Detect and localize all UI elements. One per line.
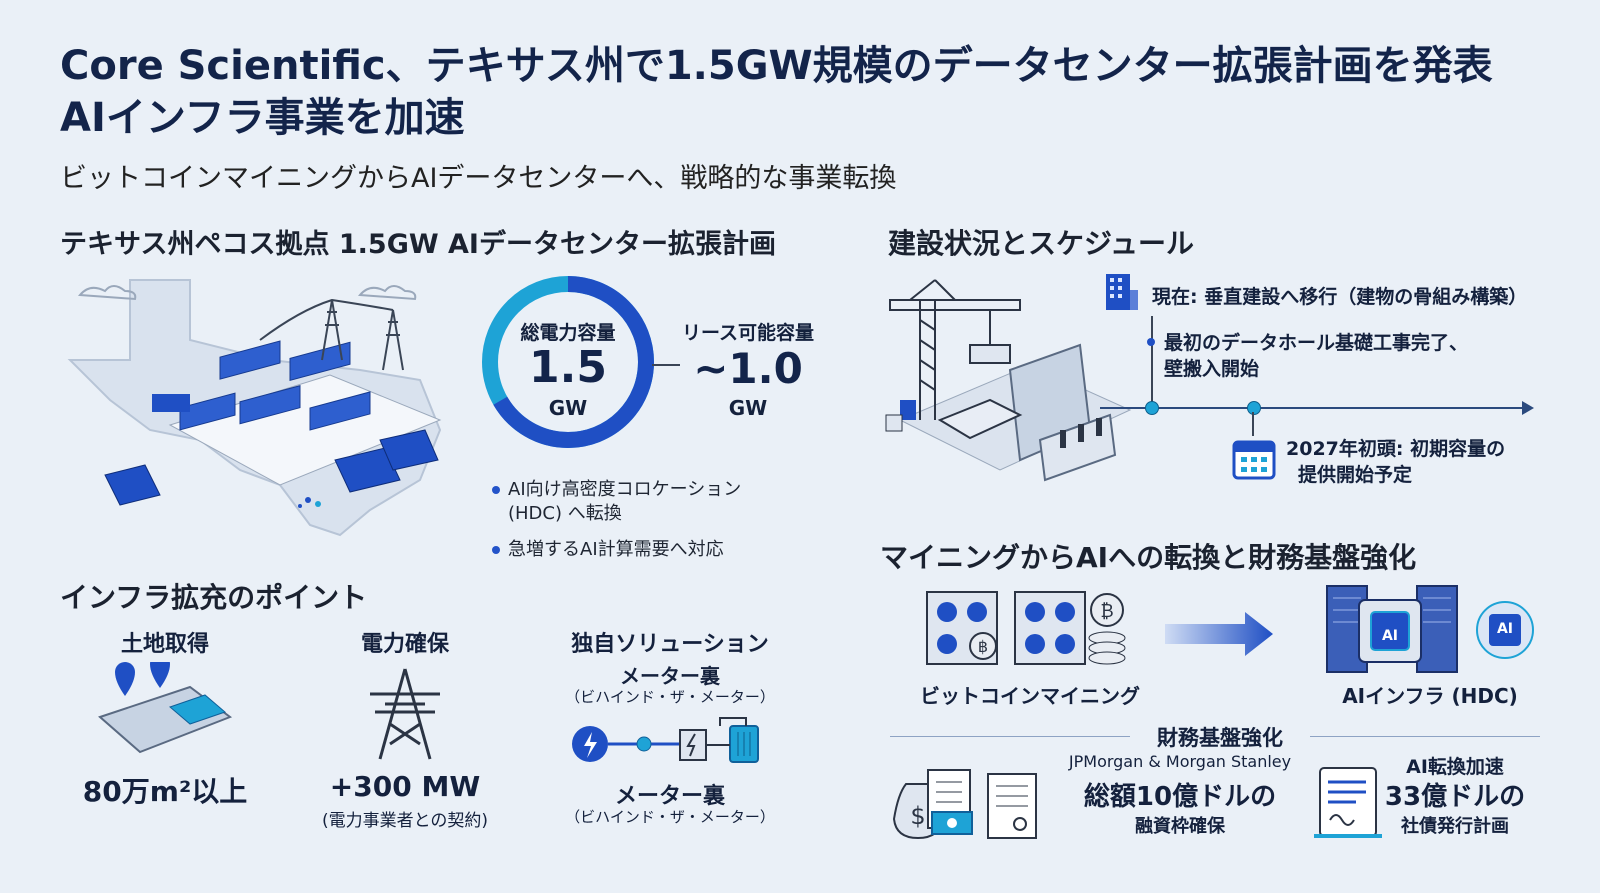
milestone-dot	[1147, 338, 1155, 346]
solution-bottom-label: メーター裏	[614, 784, 725, 809]
timeline-axis	[1100, 407, 1530, 409]
bullet-text: AI向け高密度コロケーション (HDC) へ転換	[508, 479, 742, 524]
texas-datacenter-illustration	[67, 279, 442, 537]
server-chip-label: AI	[1381, 628, 1399, 644]
loan-note: 融資枠確保	[1135, 816, 1225, 837]
expansion-heading: テキサス州ペコス拠点 1.5GW AIデータセンター拡張計画	[60, 229, 776, 260]
loan-amount: 総額10億ドルの	[1083, 782, 1277, 812]
timeline-node	[1145, 401, 1159, 415]
bullet-item: AI向け高密度コロケーション (HDC) へ転換	[492, 478, 792, 526]
bond-amount: 33億ドルの	[1384, 782, 1526, 812]
capacity-gauge	[482, 276, 654, 448]
timeline-arrow-icon	[1522, 401, 1534, 415]
gauge-value: 1.5	[529, 342, 607, 393]
milestone-2: 2027年初頭: 初期容量の 提供開始予定	[1286, 436, 1505, 488]
bullet-dot	[492, 546, 500, 554]
to-label: AIインフラ (HDC)	[1342, 684, 1518, 708]
behind-the-meter-diagram	[572, 717, 759, 763]
power-value: +300 MW	[329, 770, 481, 803]
ai-servers-illustration	[1326, 585, 1534, 673]
power-tower-icon	[370, 668, 440, 760]
infra-heading: インフラ拡充のポイント	[60, 581, 368, 614]
transition-heading: マイニングからAIへの転換と財務基盤強化	[880, 541, 1417, 574]
construction-heading: 建設状況とスケジュール	[888, 227, 1195, 260]
finance-divider-left	[890, 736, 1130, 737]
land-title: 土地取得	[120, 632, 209, 657]
solution-top-note: （ビハインド・ザ・メーター）	[565, 688, 775, 706]
finance-divider-right	[1310, 736, 1540, 737]
land-value: 80万m²以上	[82, 775, 248, 808]
lease-unit: GW	[728, 396, 768, 420]
title-line-2: AIインフラ事業を加速	[60, 95, 465, 141]
bullet-item: 急増するAI計算需要へ対応	[492, 538, 792, 562]
brain-chip-label: AI	[1496, 621, 1514, 637]
svg-text:₿: ₿	[1100, 601, 1113, 622]
milestone-1-line-1: 最初のデータホール基礎工事完了、	[1164, 332, 1469, 354]
construction-site-illustration	[885, 279, 1132, 482]
power-note: (電力事業者との契約)	[321, 811, 489, 831]
building-icon	[1106, 274, 1138, 310]
solution-top-label: メーター裏	[620, 664, 720, 688]
transition-arrow-icon	[1165, 612, 1273, 656]
svg-text:$: $	[910, 802, 925, 830]
timeline-node	[1247, 401, 1261, 415]
loan-banks: JPMorgan & Morgan Stanley	[1068, 752, 1292, 771]
bond-label: AI転換加速	[1406, 756, 1504, 778]
page-title: Core Scientific、テキサス州で1.5GW規模のデータセンター拡張計…	[60, 40, 1493, 144]
expansion-bullets: AI向け高密度コロケーション (HDC) へ転換 急増するAI計算需要へ対応	[492, 478, 792, 562]
bond-document-icon	[1314, 767, 1382, 838]
leasable-capacity-arc	[482, 276, 654, 448]
bullet-dot	[492, 486, 500, 494]
solution-bottom-note: （ビハインド・ザ・メーター）	[565, 808, 775, 826]
status-current: 現在: 垂直建設へ移行（建物の骨組み構築）	[1152, 286, 1528, 308]
gauge-connector	[652, 364, 680, 366]
timeline-tick	[1252, 412, 1254, 436]
bullet-text: 急増するAI計算需要へ対応	[508, 539, 724, 560]
milestone-1-line-2: 壁搬入開始	[1164, 358, 1260, 380]
gauge-unit: GW	[548, 396, 588, 420]
lease-value: ~1.0	[693, 344, 803, 393]
loan-documents-icon: $	[892, 769, 1037, 840]
milestone-2-line-2: 提供開始予定	[1298, 464, 1413, 486]
bond-note: 社債発行計画	[1401, 816, 1509, 837]
page-subtitle: ビットコインマイニングからAIデータセンターへ、戦略的な事業転換	[60, 163, 897, 194]
calendar-icon	[1232, 440, 1276, 480]
timeline-vertical	[1151, 316, 1153, 408]
power-title: 電力確保	[360, 632, 449, 657]
svg-text:฿: ฿	[978, 637, 988, 656]
solution-title: 独自ソリューション	[571, 632, 769, 657]
title-line-1: Core Scientific、テキサス州で1.5GW規模のデータセンター拡張計…	[60, 43, 1493, 89]
milestone-1: 最初のデータホール基礎工事完了、 壁搬入開始	[1164, 330, 1468, 382]
finance-heading: 財務基盤強化	[1157, 726, 1283, 750]
lease-label: リース可能容量	[681, 322, 815, 344]
land-map-icon	[98, 662, 233, 754]
gauge-label: 総電力容量	[520, 322, 616, 344]
from-label: ビットコインマイニング	[920, 684, 1140, 708]
mining-rigs-illustration: ฿ ₿	[926, 591, 1126, 665]
milestone-2-line-1: 2027年初頭: 初期容量の	[1286, 438, 1506, 460]
